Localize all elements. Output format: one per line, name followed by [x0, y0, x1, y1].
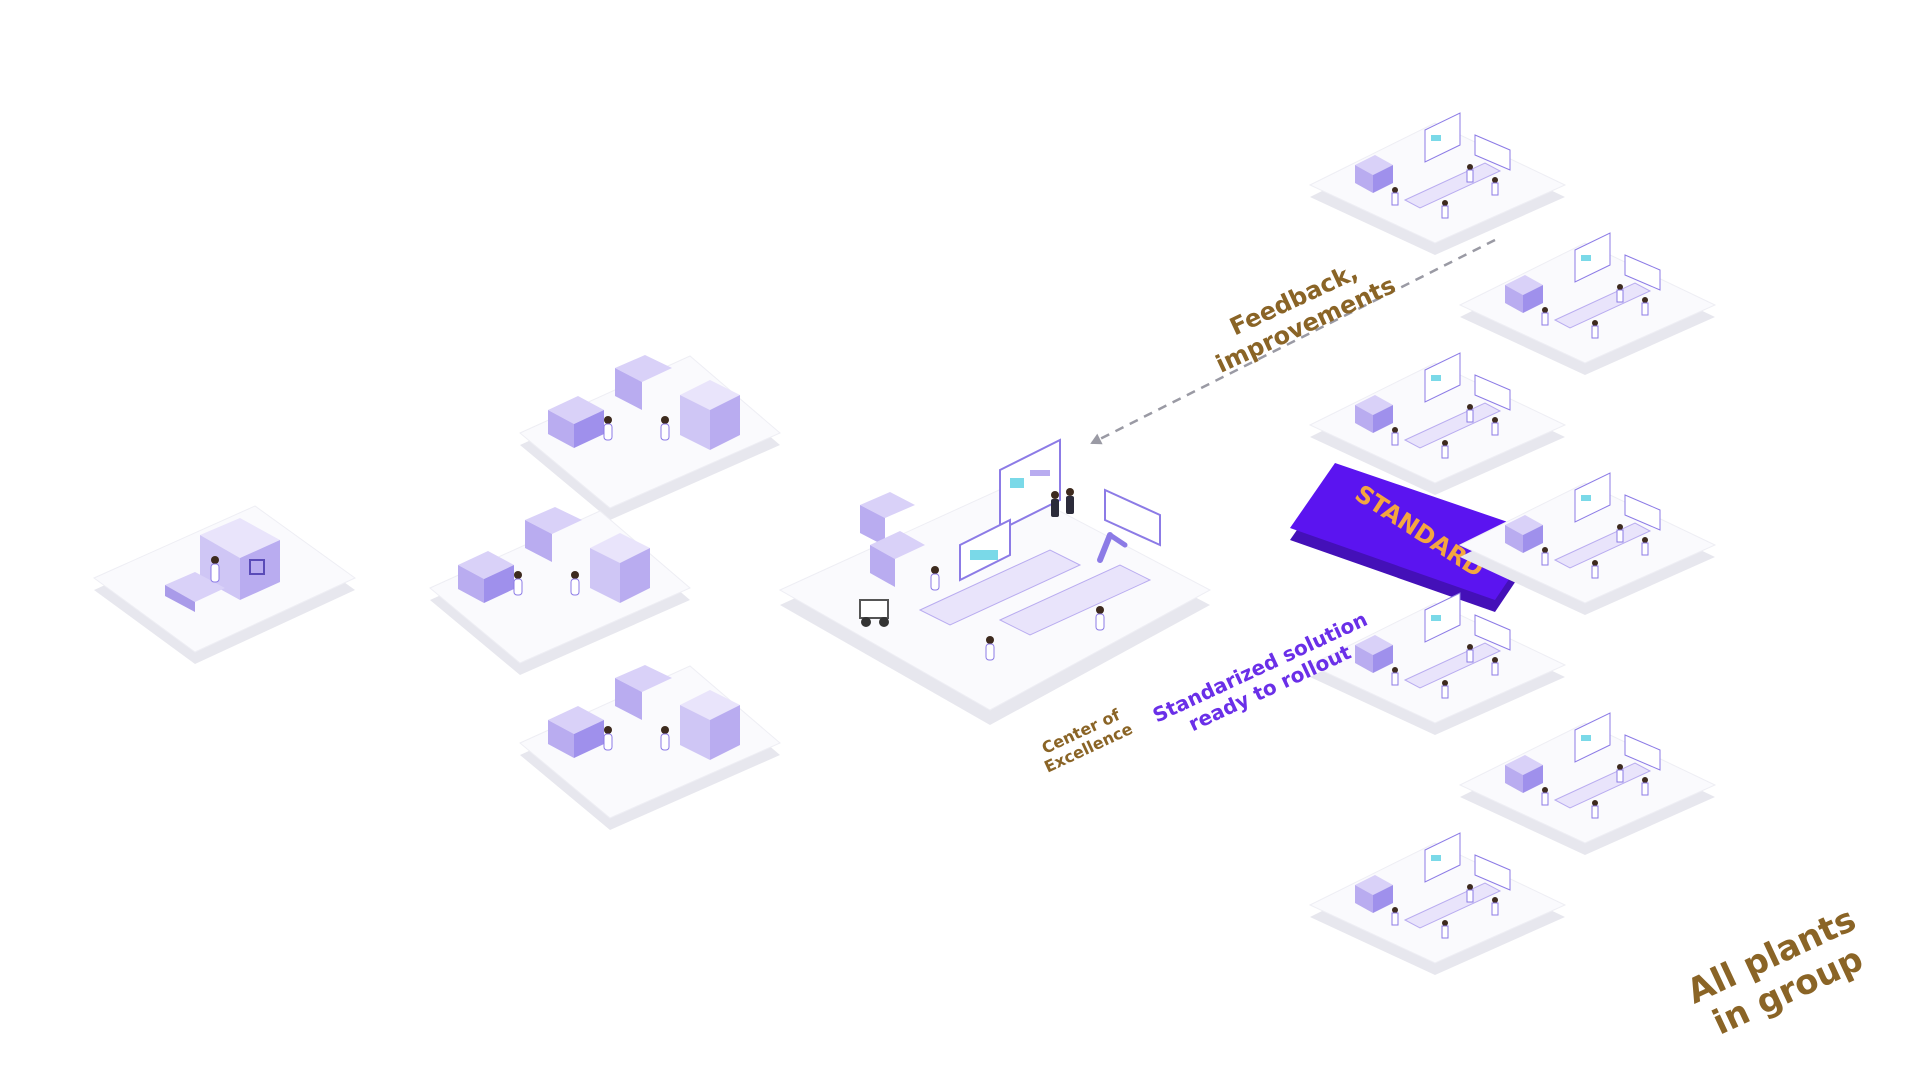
worker-icon — [210, 556, 220, 583]
plant-platform — [1458, 712, 1717, 855]
platform-stage-2-bottom — [519, 665, 781, 830]
platform-stage-1 — [93, 505, 356, 664]
dashboard-screen-icon — [959, 438, 1161, 582]
dashed-arrow-icon — [1090, 238, 1496, 445]
group-plants — [1308, 112, 1717, 975]
forklift-icon — [859, 599, 889, 627]
plant-platform — [1458, 472, 1717, 615]
machine-icon — [165, 518, 280, 612]
plant-platform — [1308, 112, 1567, 255]
plant-platform — [1308, 592, 1567, 735]
robot-arm-icon — [1097, 532, 1128, 563]
platform-center-of-excellence — [778, 438, 1212, 725]
plant-platform — [1458, 232, 1717, 375]
platform-stage-2-middle — [429, 507, 691, 675]
plant-platform — [1308, 832, 1567, 975]
plant-platform — [1308, 352, 1567, 495]
platform-stage-2-top — [519, 355, 781, 520]
